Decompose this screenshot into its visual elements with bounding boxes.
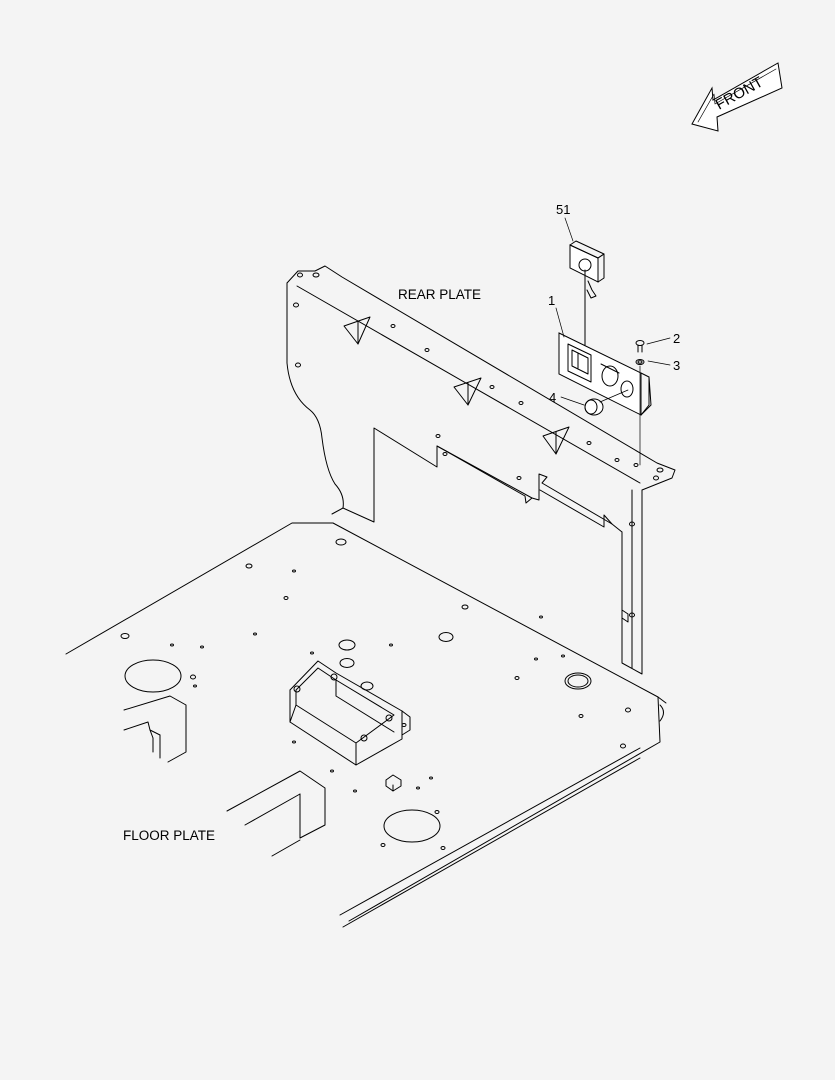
floor-plate-label: FLOOR PLATE bbox=[123, 828, 215, 843]
floor-plate-outline bbox=[65, 522, 667, 928]
callout-leaders bbox=[555, 217, 671, 406]
switch-51 bbox=[569, 240, 605, 346]
callout-1: 1 bbox=[548, 293, 555, 308]
floor-plate-holes bbox=[120, 538, 631, 850]
callout-51: 51 bbox=[556, 202, 570, 217]
callout-4: 4 bbox=[549, 390, 556, 405]
front-arrow-icon: FRONT bbox=[691, 62, 783, 132]
switch-panel-bracket bbox=[558, 332, 652, 416]
floor-bracket-box bbox=[289, 660, 411, 792]
rear-plate-label: REAR PLATE bbox=[398, 287, 481, 302]
callout-2: 2 bbox=[673, 331, 680, 346]
plug-4 bbox=[584, 389, 629, 416]
screw-2-and-washer-3 bbox=[635, 340, 645, 466]
rear-plate-stiffeners bbox=[343, 316, 570, 455]
callout-3: 3 bbox=[673, 358, 680, 373]
floor-support-beams bbox=[123, 695, 326, 857]
